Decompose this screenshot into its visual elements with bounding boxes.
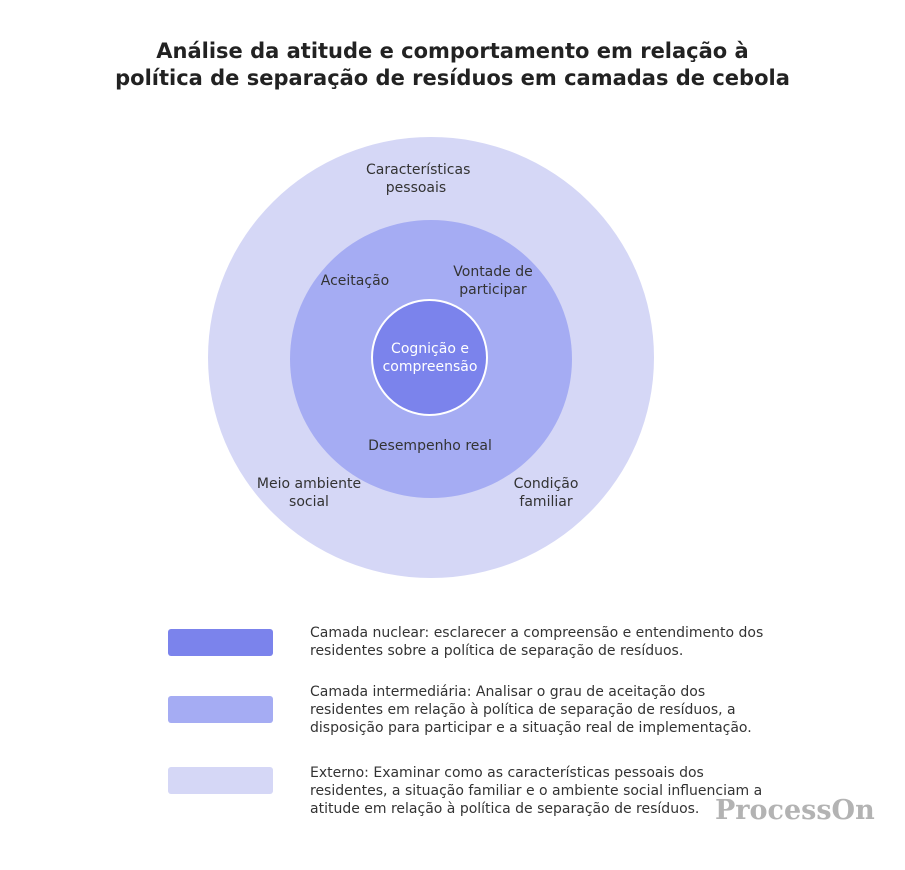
legend-line: Camada intermediária: Analisar o grau de… (310, 684, 706, 700)
label-line: participar (459, 282, 527, 298)
label-personal-characteristics: Características pessoais (366, 161, 471, 197)
label-line: Vontade de (453, 264, 533, 280)
label-line: familiar (519, 494, 573, 510)
legend-line: atitude em relação à política de separaç… (310, 801, 700, 817)
label-line: compreensão (382, 359, 478, 375)
label-family-condition: Condição familiar (500, 475, 592, 511)
inner-layer-circle (371, 299, 488, 416)
label-line: Meio ambiente (256, 476, 362, 492)
label-line: pessoais (385, 180, 447, 196)
title-line-2: política de separação de resíduos em cam… (115, 66, 790, 90)
legend-line: disposição para participar e a situação … (310, 720, 752, 736)
label-line: social (289, 494, 329, 510)
label-social-environment: Meio ambiente social (253, 475, 365, 511)
legend-text-intermediate: Camada intermediária: Analisar o grau de… (310, 683, 780, 737)
label-line: Condição (513, 476, 579, 492)
legend-text-external: Externo: Examinar como as característica… (310, 764, 780, 818)
title-line-1: Análise da atitude e comportamento em re… (156, 39, 749, 63)
legend-line: Camada nuclear: esclarecer a compreensão… (310, 625, 764, 641)
legend-swatch-nuclear (168, 629, 273, 656)
label-real-performance: Desempenho real (360, 437, 500, 455)
diagram-title: Análise da atitude e comportamento em re… (0, 38, 905, 92)
label-cognition-comprehension: Cognição e compreensão (375, 340, 485, 376)
legend-line: residentes sobre a política de separação… (310, 643, 684, 659)
label-line: Cognição e (391, 341, 469, 357)
label-willingness-to-participate: Vontade de participar (444, 263, 542, 299)
label-line: Características (366, 162, 471, 178)
legend-line: residentes em relação à política de sepa… (310, 702, 736, 718)
legend-swatch-external (168, 767, 273, 794)
processon-watermark: ProcessOn (715, 795, 875, 826)
legend-line: residentes, a situação familiar e o ambi… (310, 783, 763, 799)
legend-text-nuclear: Camada nuclear: esclarecer a compreensão… (310, 624, 780, 660)
label-line: Aceitação (320, 273, 390, 289)
label-line: Desempenho real (368, 438, 492, 454)
label-acceptance: Aceitação (315, 272, 395, 290)
legend-swatch-intermediate (168, 696, 273, 723)
legend-line: Externo: Examinar como as característica… (310, 765, 704, 781)
